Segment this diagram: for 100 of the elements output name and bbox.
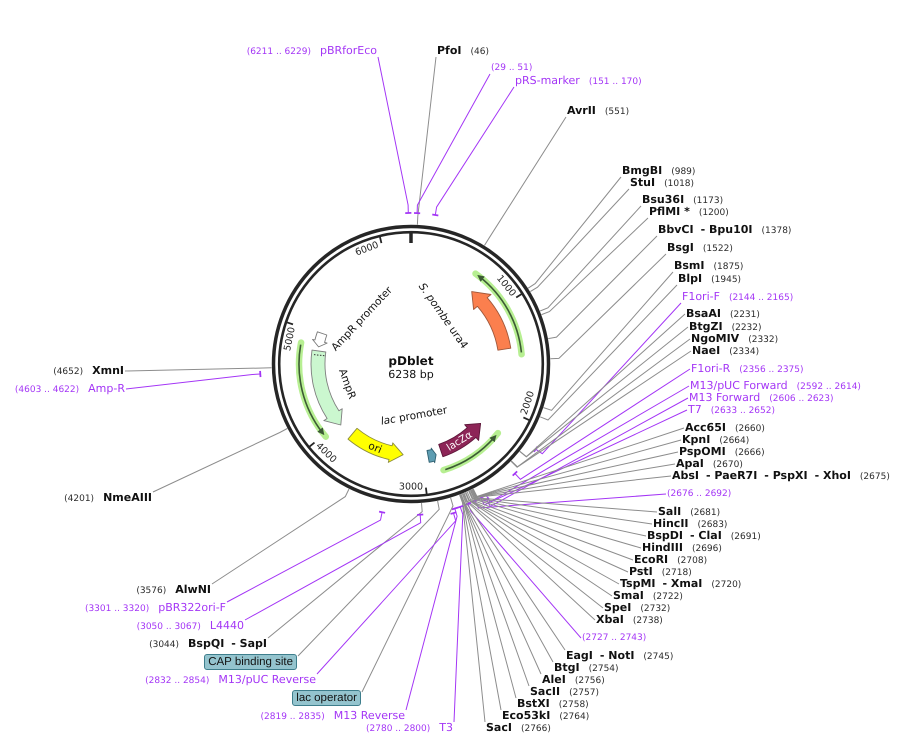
enzyme-name: StuI — [630, 177, 656, 189]
leader-line — [298, 500, 440, 656]
leader-line — [212, 488, 350, 584]
feature-tag: lac operator — [292, 690, 361, 706]
primer-range: (3050 .. 3067) — [136, 621, 201, 633]
cut-site-position: (2738) — [632, 615, 663, 627]
cut-site-position: (1173) — [693, 195, 724, 207]
primer-name: M13/pUC Forward — [690, 380, 788, 392]
enzyme-name: AvrII — [567, 105, 596, 117]
enzyme-name: EcoRI — [634, 554, 668, 566]
primer-range: (2633 .. 2652) — [710, 405, 775, 417]
primer-range: (2780 .. 2800) — [366, 723, 430, 735]
cut-site-position: (2718) — [662, 567, 692, 579]
enzyme-name: SpeI — [604, 602, 632, 614]
leader-line — [124, 367, 272, 372]
leader-line — [460, 494, 516, 698]
plasmid-size: 6238 bp — [388, 368, 434, 381]
leader-line — [431, 86, 514, 216]
cut-site-position: (2232) — [732, 322, 762, 334]
leader-line — [540, 206, 642, 312]
leader-line — [464, 502, 582, 638]
cut-site-position: (2766) — [520, 723, 551, 735]
cut-site-position: (3044) — [149, 639, 180, 651]
leader-line — [548, 236, 658, 340]
leader-line — [540, 284, 678, 421]
leader-line — [528, 176, 622, 289]
enzyme-name: NaeI — [692, 345, 720, 357]
enzyme-name: BtgZI — [689, 321, 723, 333]
tick-label: 2000 — [518, 390, 537, 416]
cut-site-position: (1018) — [664, 178, 694, 190]
leader-line — [472, 452, 678, 498]
cut-site-position: (2696) — [692, 543, 722, 555]
primer-range: (3301 .. 3320) — [84, 603, 150, 615]
cut-site-position: (1378) — [762, 225, 792, 237]
leader-line — [470, 490, 652, 524]
leader-line — [316, 511, 458, 674]
leader-line — [472, 440, 682, 498]
leader-line — [460, 494, 530, 686]
cut-site-position: (2756) — [574, 675, 605, 687]
cut-site-position: (2722) — [652, 591, 683, 603]
leader-line — [462, 493, 566, 650]
leader-line — [466, 491, 634, 560]
cut-site-position: (989) — [671, 166, 696, 178]
primer-name: M13 Reverse — [334, 710, 405, 722]
enzyme-name: EagI — [566, 650, 593, 662]
primer-range: (6211 .. 6229) — [246, 46, 311, 58]
leader-line — [550, 254, 666, 360]
primer-range: (29 .. 51) — [491, 62, 532, 74]
promoter-feature — [426, 447, 438, 464]
enzyme-name: BsmI — [674, 260, 704, 272]
primer-range: (2832 .. 2854) — [145, 675, 210, 687]
leader-line — [465, 492, 628, 572]
primer-range: (151 .. 170) — [588, 76, 642, 88]
primer-name: pBR322ori-F — [158, 602, 226, 614]
enzyme-name: XbaI — [596, 614, 624, 626]
enzyme-name: ApaI — [676, 458, 704, 470]
cut-site-position: (2670) — [712, 459, 743, 471]
leader-line — [470, 476, 672, 498]
enzyme-name: - SapI — [231, 638, 267, 650]
primer-range: (2592 .. 2614) — [796, 381, 861, 393]
enzyme-name: NmeAIII — [103, 492, 152, 504]
primer-name: L4440 — [210, 620, 244, 632]
cut-site-position: (2660) — [734, 423, 765, 435]
leader-line — [541, 218, 648, 316]
primer-range: (2606 .. 2623) — [769, 393, 834, 405]
cut-site-position: (46) — [470, 46, 489, 58]
plasmid-name: pDblet — [388, 355, 434, 368]
enzyme-name: PstI — [629, 566, 653, 578]
primer-name: T7 — [688, 404, 702, 416]
primer-name: M13 Forward — [689, 392, 760, 404]
primer-range: (2819 .. 2835) — [260, 711, 325, 723]
cut-site-position: (4652) — [53, 366, 84, 378]
cut-site-position: (2720) — [711, 579, 742, 591]
enzyme-name: HindIII — [642, 542, 683, 554]
enzyme-name: - NotI — [600, 650, 634, 662]
primer-name: pRS-marker — [515, 75, 580, 87]
cut-site-position: (2681) — [690, 507, 720, 519]
cut-site-position: (3576) — [136, 585, 166, 597]
primer-range: (2356 .. 2375) — [739, 364, 804, 376]
enzyme-name: BtgI — [554, 662, 580, 674]
cut-site-position: (2708) — [677, 555, 708, 567]
primer-range: (2144 .. 2165) — [728, 292, 794, 304]
primer-range: (2676 .. 2692) — [667, 488, 732, 500]
origin-feature: ori — [347, 427, 405, 464]
enzyme-name: Eco53kI — [502, 710, 550, 722]
cut-site-position: (2764) — [559, 711, 590, 723]
enzyme-name: Acc65I — [685, 422, 726, 434]
leader-line — [468, 490, 646, 536]
cut-site-position: (2754) — [588, 663, 619, 675]
enzyme-name: - PaeR7I — [706, 470, 758, 482]
leader-line — [226, 510, 386, 602]
enzyme-name: NgoMIV — [691, 333, 740, 345]
cut-site-position: (2666) — [734, 447, 765, 459]
leader-line — [268, 502, 423, 638]
cut-site-position: (551) — [604, 106, 630, 118]
cut-site-position: (2231) — [730, 309, 760, 321]
cut-site-position: (1875) — [714, 261, 744, 273]
enzyme-name: - XhoI — [814, 470, 851, 482]
primer-name: T3 — [439, 722, 453, 734]
cut-site-position: (2675) — [860, 471, 890, 483]
